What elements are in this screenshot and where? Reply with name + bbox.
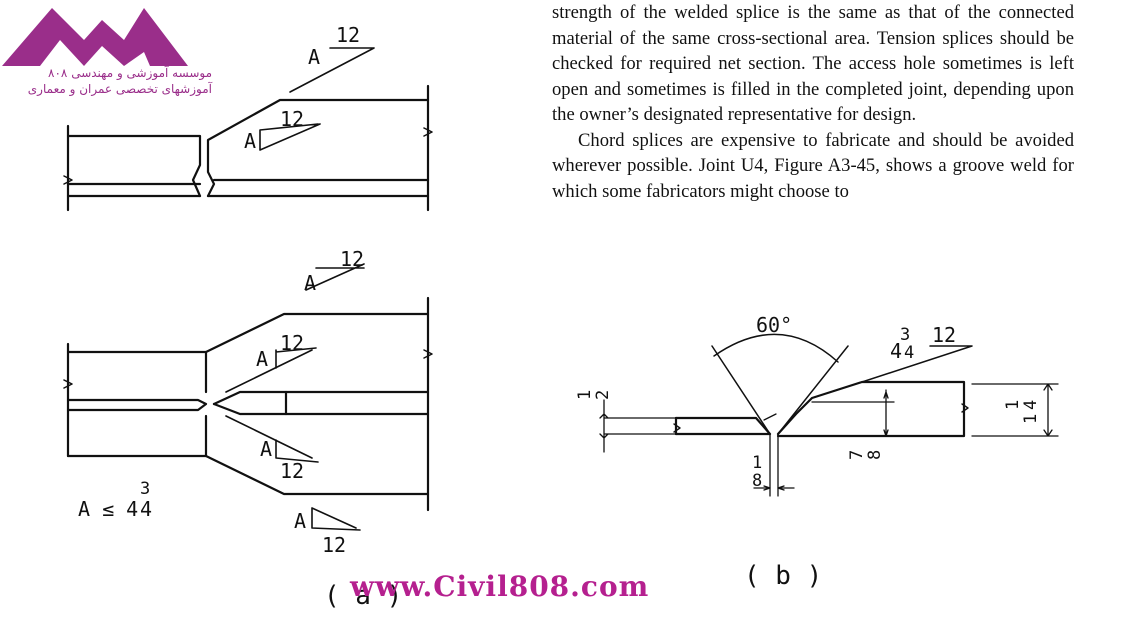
fig-a-slope-run-6: 12 [322,533,346,557]
fig-a-caption: ( a ) [324,581,402,611]
fig-a-limit-den: 4 [140,497,152,521]
fig-a-slope-rise-2: A [244,129,256,153]
body-text: strength of the welded splice is the sam… [552,0,1074,204]
logo-mark-icon [2,8,188,66]
logo-title: موسسه آموزشی و مهندسی ۸۰۸ [48,66,212,80]
fig-a-limit-num: 3 [140,479,150,499]
fig-b-slope-num: 3 [900,325,910,345]
fig-b-dim-left-num: 1 [575,390,595,400]
fig-a-slope-rise-6: A [294,509,306,533]
fig-b-dim-right-num: 1 [1003,400,1023,410]
fig-b-dim-gap-den: 8 [752,471,762,491]
figure-a-top [63,47,433,212]
fig-a-slope-run-3: 12 [340,247,364,271]
fig-b-slope-den: 4 [904,343,914,363]
fig-a-slope-rise-4: A [256,347,268,371]
fig-a-limit: A ≤ 4 [78,497,138,521]
fig-b-dim-right-den: 4 [1021,400,1041,410]
fig-b-slope-run: 12 [932,323,956,347]
logo-subtitle: آموزشهای تخصصی عمران و معماری [27,82,212,96]
fig-b-dim-left-den: 2 [593,390,613,400]
paragraph-2: Chord splices are expensive to fabricate… [552,129,1074,202]
fig-b-caption: ( b ) [744,561,822,591]
fig-a-slope-run-2: 12 [280,107,304,131]
fig-a-slope-run-5: 12 [280,459,304,483]
fig-b-slope-whole: 4 [890,339,902,363]
fig-a-slope-run-4: 12 [280,331,304,355]
paragraph-1: strength of the welded splice is the sam… [552,2,1074,125]
fig-a-slope-rise-5: A [260,437,272,461]
fig-b-dim-root-num: 7 [847,450,867,460]
fig-b-dim-root-den: 8 [865,450,885,460]
fig-b-dim-gap-num: 1 [752,453,762,473]
figure-a-bottom [63,263,433,531]
fig-a-slope-run-1: 12 [336,23,360,47]
fig-a-slope-rise-1: A [308,45,320,69]
logo: موسسه آموزشی و مهندسی ۸۰۸ آموزشهای تخصصی… [0,0,212,110]
fig-b-angle: 60° [756,313,792,337]
watermark: www.Civil808.com [350,570,650,603]
fig-a-slope-rise-3: A [304,271,316,295]
figure-b [599,333,1059,497]
fig-b-dim-right-whole: 1 [1021,414,1041,424]
